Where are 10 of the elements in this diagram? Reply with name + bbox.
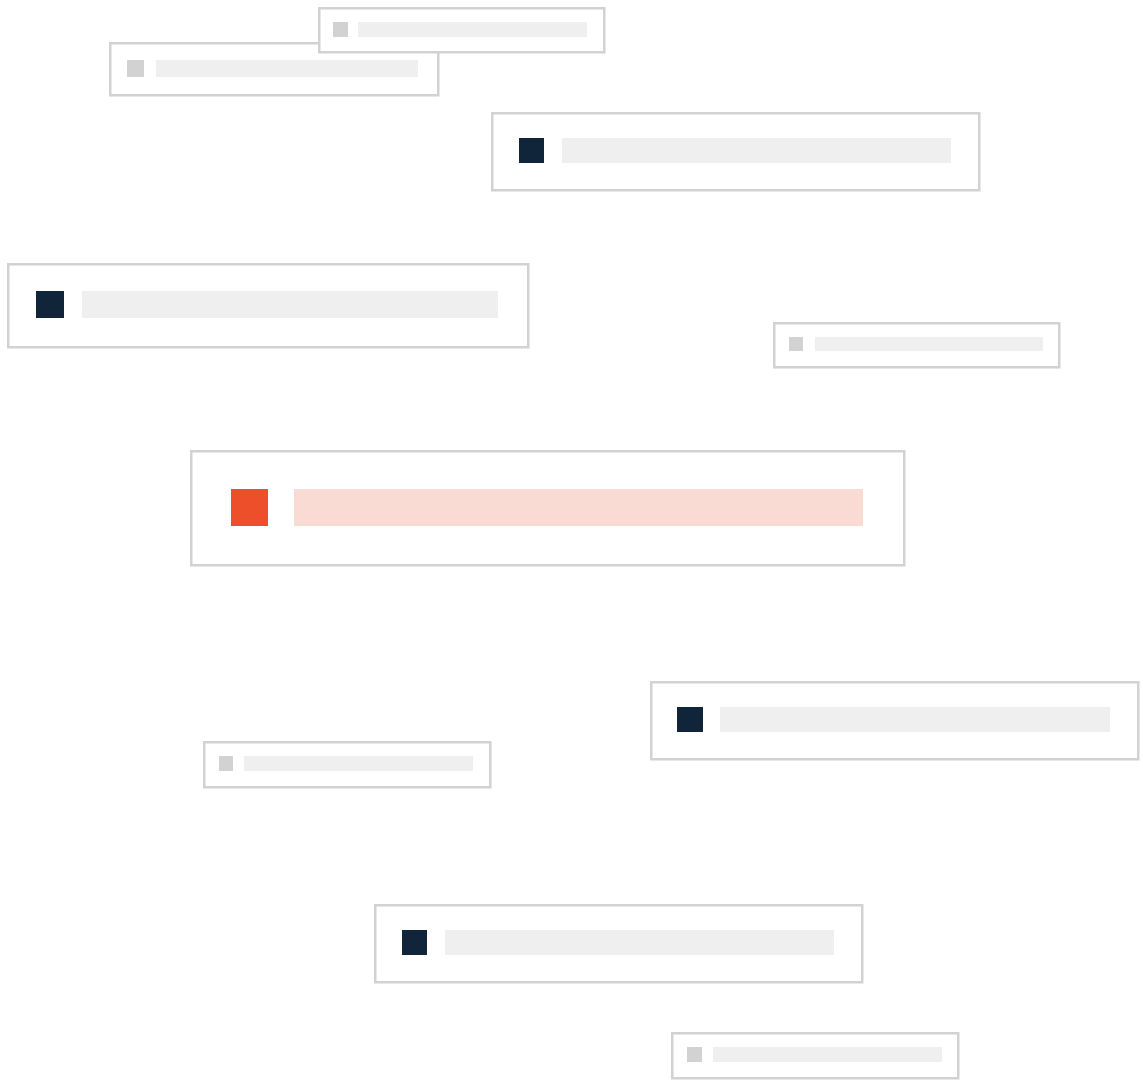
placeholder-card xyxy=(109,42,440,97)
placeholder-card xyxy=(7,263,530,349)
placeholder-card xyxy=(491,112,981,192)
placeholder-card xyxy=(650,681,1140,761)
placeholder-card xyxy=(671,1032,960,1080)
placeholder-card xyxy=(374,904,864,984)
placeholder-card xyxy=(190,450,906,567)
placeholder-card xyxy=(318,7,606,54)
placeholder-card xyxy=(203,741,492,789)
placeholder-card xyxy=(773,322,1061,369)
